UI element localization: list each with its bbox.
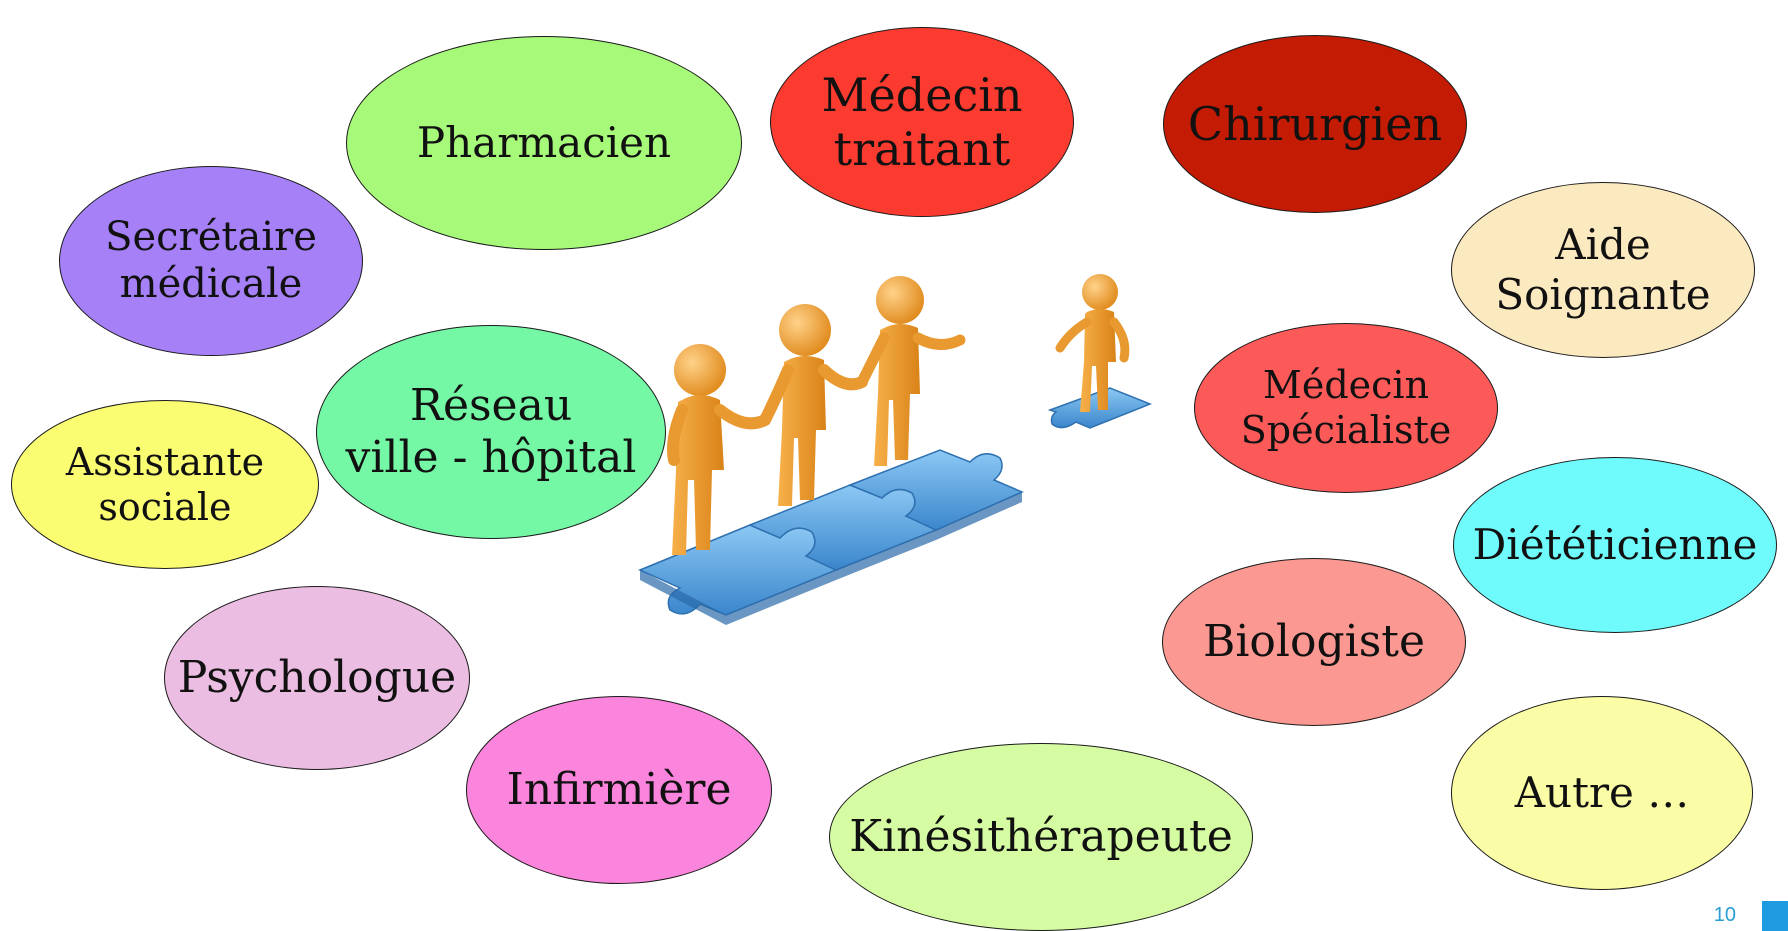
bubble-label: Chirurgien (1187, 96, 1443, 151)
bubble-medecin-specialiste: Médecin Spécialiste (1194, 323, 1498, 493)
puzzle-pieces (638, 387, 1153, 625)
figure-2 (759, 304, 868, 506)
bubble-aide-soignante: Aide Soignante (1451, 182, 1755, 358)
bubble-label: Médecin Spécialiste (1240, 363, 1452, 452)
figure-1 (667, 344, 771, 555)
bubble-biologiste: Biologiste (1162, 558, 1466, 726)
bubble-label: Pharmacien (416, 118, 672, 168)
bubble-reseau-ville-hopital: Réseau ville - hôpital (316, 325, 666, 539)
bubble-assistante-sociale: Assistante sociale (11, 400, 319, 569)
bubble-pharmacien: Pharmacien (346, 36, 742, 250)
bubble-label: Médecin traitant (821, 67, 1023, 176)
bubble-label: Réseau ville - hôpital (345, 380, 637, 483)
bubble-label: Autre … (1514, 768, 1690, 818)
bubble-secretaire-medicale: Secrétaire médicale (59, 166, 363, 356)
figure-4 (1055, 274, 1130, 412)
bubble-label: Secrétaire médicale (105, 213, 317, 307)
bubble-medecin-traitant: Médecin traitant (770, 27, 1074, 217)
teamwork-illustration (638, 274, 1153, 625)
page-corner-marker (1762, 901, 1788, 931)
bubble-psychologue: Psychologue (164, 586, 470, 770)
bubble-label: Assistante sociale (65, 439, 265, 529)
bubble-kinesitherapeute: Kinésithérapeute (829, 743, 1253, 931)
bubble-label: Kinésithérapeute (849, 811, 1233, 863)
bubble-autre: Autre … (1451, 696, 1753, 890)
bubble-label: Biologiste (1203, 616, 1425, 668)
bubble-label: Aide Soignante (1495, 220, 1711, 319)
figure-3 (856, 276, 966, 466)
bubble-infirmiere: Infirmière (466, 696, 772, 884)
bubble-dieteticienne: Diététicienne (1453, 457, 1777, 633)
bubble-label: Infirmière (506, 764, 732, 816)
page-number: 10 (1713, 904, 1736, 926)
bubble-label: Diététicienne (1472, 520, 1758, 570)
bubble-label: Psychologue (177, 652, 457, 704)
bubble-chirurgien: Chirurgien (1163, 35, 1467, 213)
